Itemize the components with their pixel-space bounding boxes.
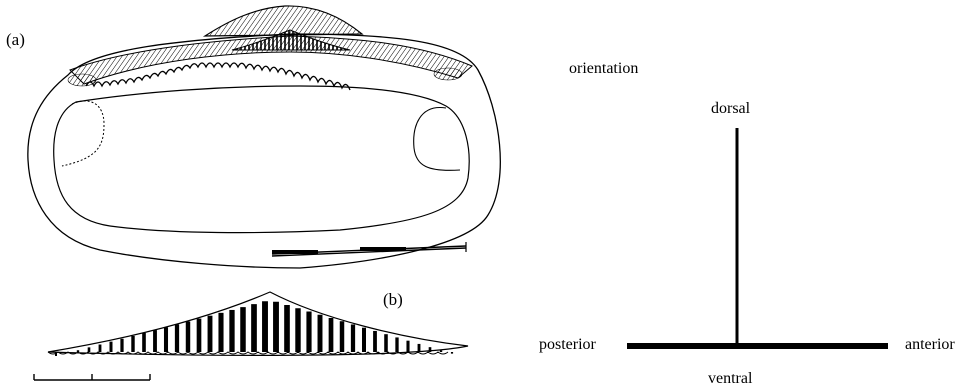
orientation-title: orientation bbox=[569, 61, 638, 77]
anterior-label: anterior bbox=[905, 337, 955, 353]
panel-a-label: (a) bbox=[6, 31, 25, 48]
scale-bar-a bbox=[272, 242, 466, 256]
ventral-label: ventral bbox=[708, 371, 752, 387]
panel-b-label: (b) bbox=[383, 291, 403, 308]
scale-bar-b bbox=[34, 374, 150, 380]
panel-b-ligament-detail bbox=[48, 292, 468, 356]
orientation-compass bbox=[627, 128, 888, 346]
dorsal-label: dorsal bbox=[711, 101, 750, 117]
posterior-label: posterior bbox=[539, 337, 596, 353]
pallial-line bbox=[54, 86, 469, 233]
hinge-end-patch-right bbox=[434, 68, 462, 80]
anterior-adductor-scar bbox=[414, 108, 460, 171]
umbo bbox=[205, 6, 362, 36]
hinge-end-patch-left bbox=[68, 74, 96, 86]
posterior-adductor-scar bbox=[62, 101, 104, 166]
